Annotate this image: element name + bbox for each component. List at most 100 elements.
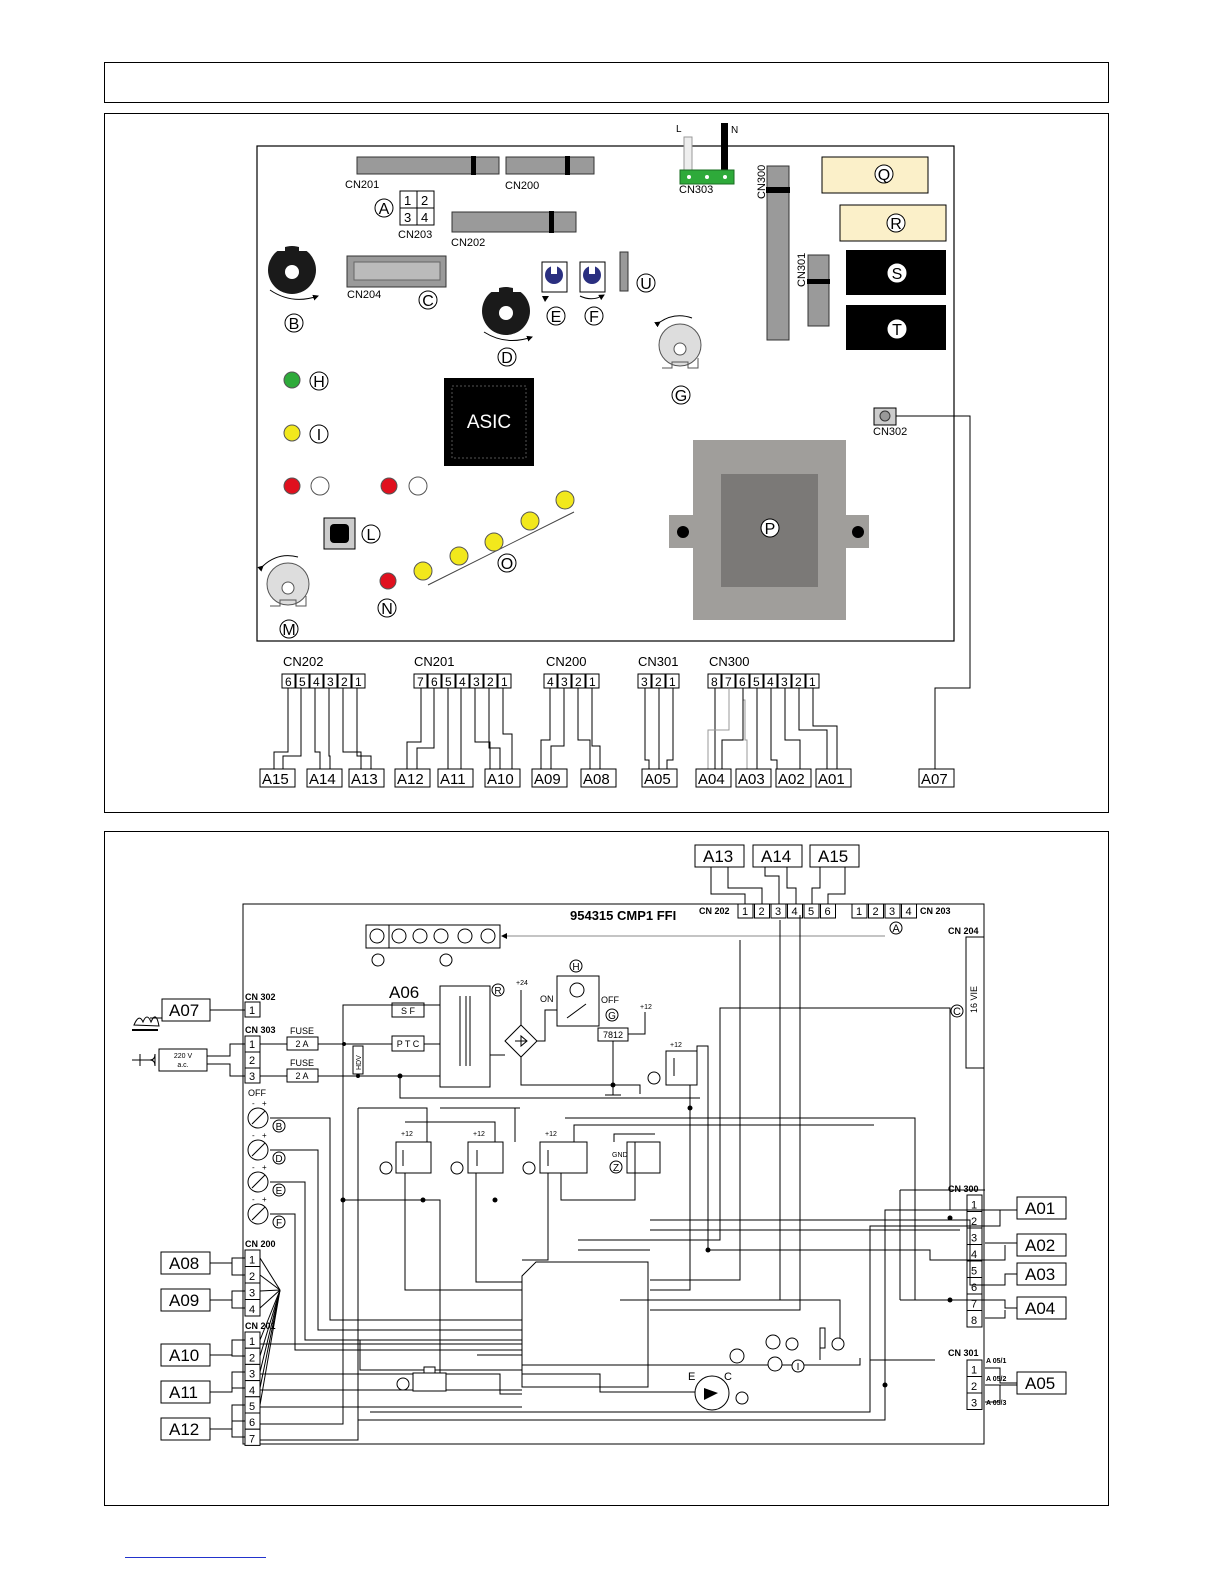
harness-pin-number: 6 [739,675,746,689]
callout-s: S [892,266,903,283]
cn204-callout: C [953,1006,961,1018]
plus12-label: +12 [670,1042,682,1049]
cn201-label: CN201 [345,179,379,191]
cn203-jumper-block: 1 2 3 4 [399,190,435,226]
pot-callout: B [276,1122,283,1133]
right-terminal-wires [985,1209,1017,1403]
schem-pin-number: 2 [873,906,879,918]
cn203-pin: 1 [404,193,411,208]
terminal-a11: A11 [169,1383,198,1402]
harness-pin-number: 5 [753,675,760,689]
cn301-schem-pin-number: 1 [971,1365,977,1377]
schematic-internal-wires [260,915,985,1441]
cn301-pin-label: A 05/3 [986,1400,1006,1407]
harness-terminal-label: A12 [397,771,424,788]
cn303-schem: 1 2 3 220 V a.c. [132,1035,440,1084]
callout-g: G [675,388,687,405]
cn302-pin: 1 [249,1005,255,1017]
led-yellow [283,424,301,442]
callout-p: P [765,521,776,538]
cn301-schem-label: CN 301 [948,1348,979,1358]
harness-pin-number: 1 [669,675,676,689]
switch-callout-g: G [608,1011,616,1022]
board-callouts: A B C D E F G H I L M N O P Q R S T U [279,164,907,639]
schem-pin-box [770,903,787,919]
plus12-label: +12 [640,1004,652,1011]
left-fan-wire [259,1289,281,1292]
cn300-schem-pin [966,1310,983,1328]
harness-terminal-box [695,768,732,788]
led-yellow [484,532,504,552]
pot-callout-circle [272,1151,286,1165]
display-connector [365,924,885,967]
schem-pin-number: 4 [792,906,798,918]
harness-terminal-label: A14 [309,771,336,788]
harness-pin-number: 2 [795,675,802,689]
lead-l-label: L [676,124,682,135]
cn203-pin: 4 [421,210,428,225]
cn301-label: CN301 [796,253,808,287]
schem-pin-box [884,903,901,919]
harness-terminal-box [531,768,568,788]
harness-pin-box [295,673,310,689]
callout-b: B [289,316,300,333]
schematic-panel [104,831,1109,1506]
harness-label: CN200 [546,654,586,669]
pot-minus: - [252,1099,255,1108]
fuse-label: FUSE [290,1058,314,1068]
switch-callout-h: H [572,962,579,973]
harness-pin-number: 3 [641,675,648,689]
callout-h: H [313,374,325,391]
callout-f: F [589,309,599,326]
terminal-a12: A12 [169,1420,199,1439]
cn202-schem-label: CN 202 [699,906,730,916]
cn300-schem-label: CN 300 [948,1184,979,1194]
pot-callout-circle [272,1215,286,1229]
schematic-junctions [340,1073,953,1388]
harness-pin-number: 6 [431,675,438,689]
cn301-pin-label: A 05/1 [986,1358,1006,1365]
left-terminal-wire [210,1404,245,1430]
relays [358,1050,916,1300]
terminal-a01: A01 [1025,1199,1055,1218]
cn201-schem-label: CN 201 [245,1321,276,1331]
cn302-label: CN302 [873,426,907,438]
ptc-label: P T C [397,1039,420,1049]
harness-terminal-label: A13 [351,771,378,788]
callout-n: N [381,601,393,618]
led-green [283,371,301,389]
callout-i: I [317,427,321,444]
lead-n-label: N [731,125,738,136]
pot-plus: + [262,1099,267,1108]
pump-callout-c: C [724,1371,732,1383]
harness-pin-number: 3 [561,675,568,689]
callout-d: D [501,350,513,367]
cn200-label: CN200 [505,180,539,192]
schem-pin-number: 1 [742,906,748,918]
pot-plus: + [262,1131,267,1140]
callout-m: M [282,622,295,639]
schem-pin-box [851,903,868,919]
harness-terminal-box [580,768,617,788]
led-yellow [520,511,540,531]
footer-link-underline[interactable] [125,1557,266,1558]
schem-pin-box [820,903,836,919]
pot-callout: D [275,1154,282,1165]
cn303-pin: 1 [249,1039,255,1051]
harness-terminal-label: A11 [440,771,466,788]
callout-l: L [367,527,376,544]
cn204-label: CN204 [347,289,381,301]
cn300-schem-pin-number: 3 [971,1233,977,1245]
knob-m [257,555,310,607]
harness-pin-box [497,673,512,689]
title-bar [104,62,1109,103]
top-terminal-wires [710,867,846,904]
cn201-schem-pin-number: 2 [249,1352,255,1364]
cn303-pin: 2 [249,1055,255,1067]
relay-supply-labels: +12 +12 +12 +12 GND [401,1042,682,1159]
cn301-pin-labels: A 05/1 A 05/2 A 05/3 [986,1358,1006,1407]
plus12-label: +12 [401,1131,413,1138]
terminal-a05: A05 [1025,1374,1055,1393]
cn300-label: CN300 [756,165,768,199]
power-supply: +24 ON OFF H G 7812 +12 [490,959,652,1096]
